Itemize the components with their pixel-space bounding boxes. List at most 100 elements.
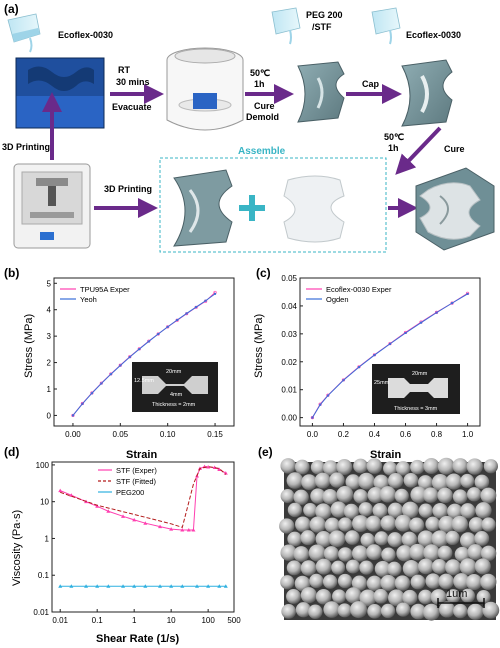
chart-c-series-1-point — [451, 302, 454, 305]
sem-particle — [480, 573, 497, 591]
chart-d-series-2-point — [195, 584, 200, 588]
sem-particle — [387, 473, 404, 489]
chart-c-series-0-point — [357, 365, 361, 369]
sem-particle — [332, 589, 347, 604]
chart-b-series-0-point — [71, 413, 75, 418]
chart-d-series-0-point — [217, 467, 222, 472]
chart-b-ytick-label: 3 — [47, 332, 52, 341]
chart-b-ytick-label: 5 — [47, 279, 52, 288]
sem-particle — [351, 545, 369, 562]
chart-c-ylabel: Stress (MPa) — [253, 314, 265, 378]
sem-particle — [387, 532, 403, 548]
sem-particle — [418, 503, 433, 518]
sem-particle — [401, 501, 419, 519]
sem-particle — [396, 545, 413, 562]
chart-b-xtick-label: 0.05 — [113, 430, 129, 439]
chart-c-series-1-point — [404, 332, 407, 335]
sem-particle — [322, 488, 338, 505]
chart-b-series-1-point — [81, 402, 84, 405]
sem-particle — [445, 473, 462, 490]
label-printing-right: 3D Printing — [104, 184, 152, 194]
pouring-cup-icon — [271, 7, 301, 45]
chart-b-ytick-label: 0 — [47, 411, 52, 420]
panel-label-b: (b) — [4, 266, 19, 280]
chart-b-series-1-line — [72, 293, 216, 416]
sem-particle — [475, 502, 492, 519]
sem-particle — [367, 603, 382, 619]
legend-label-ecoflex: Ecoflex-0030 Exper — [326, 285, 392, 294]
sem-particle — [410, 486, 427, 503]
chart-d-series-2-point — [180, 584, 185, 588]
sem-particle — [280, 575, 295, 590]
chart-b-series-1-point — [90, 392, 93, 395]
chart-d-series-0-point — [106, 509, 111, 513]
chart-c-series-0-point — [341, 378, 346, 382]
sem-particle — [422, 603, 440, 621]
sem-particle — [437, 545, 453, 561]
sem-particle — [395, 461, 411, 476]
sem-particle — [280, 458, 296, 474]
chart-d-series-0-point — [180, 527, 185, 532]
sem-particle — [380, 603, 396, 619]
sem-particle — [468, 517, 485, 533]
label-temp-2: 50℃ — [384, 132, 404, 142]
sem-particle — [279, 518, 295, 534]
chart-d-xlabel: Shear Rate (1/s) — [96, 633, 179, 645]
sem-particle — [476, 589, 491, 604]
chart-d-series-0-point — [121, 514, 126, 518]
inset-b-width: 20mm — [166, 369, 182, 375]
sem-particle — [401, 531, 418, 548]
shell-part-icon — [297, 61, 345, 123]
label-ecoflex-1: Ecoflex-0030 — [58, 30, 113, 40]
sem-particle — [365, 515, 382, 532]
chart-b-series-1-point — [109, 373, 112, 376]
chart-c-series-0-point — [450, 301, 454, 305]
sem-particle — [300, 560, 317, 576]
chart-d-series-2-point — [84, 584, 89, 588]
sem-particle — [300, 530, 316, 546]
chart-c-ytick-label: 0.03 — [281, 330, 297, 339]
chart-d-ytick-label: 100 — [36, 461, 50, 470]
sem-particle — [295, 602, 312, 618]
sem-particle — [445, 530, 460, 546]
sem-particle — [417, 558, 434, 575]
sem-particle — [417, 530, 435, 547]
sem-particle — [387, 561, 402, 577]
chart-d-xtick-label: 0.1 — [92, 616, 104, 625]
inset-b-height: 12.5mm — [134, 378, 154, 384]
sem-particle — [300, 587, 317, 604]
sem-particle — [437, 487, 453, 504]
chart-d-series-0-point — [143, 521, 148, 525]
chart-b-ylabel: Stress (MPa) — [23, 314, 35, 378]
sem-particle — [409, 543, 426, 561]
chart-b-series-1-point — [176, 319, 179, 322]
chart-d-series-2-point — [143, 584, 148, 588]
3d-printer-icon — [13, 163, 91, 249]
sem-particle — [353, 458, 368, 474]
sem-particle — [338, 547, 353, 562]
label-printing-up: 3D Printing — [2, 142, 50, 152]
sem-particle — [366, 575, 383, 592]
chart-d-xtick-label: 100 — [201, 616, 215, 625]
chart-b-xtick-label: 0.00 — [65, 430, 81, 439]
sem-particle — [344, 530, 360, 545]
sem-particle — [338, 517, 353, 532]
sem-particle — [460, 588, 475, 603]
inset-b-neck: 4mm — [170, 392, 183, 398]
sem-particle — [387, 502, 404, 518]
sem-particle — [402, 589, 418, 606]
sem-particle — [374, 531, 389, 546]
label-rt: RT — [118, 65, 130, 75]
sem-particle — [301, 474, 318, 491]
chart-d-ytick-label: 1 — [45, 534, 50, 543]
chart-b-series-0-point — [109, 372, 113, 376]
sem-particle — [295, 516, 311, 533]
sem-particle — [337, 603, 352, 618]
chart-d-series-0-point — [58, 488, 63, 493]
sem-particle — [323, 546, 339, 562]
chart-d-series-2-point — [58, 584, 63, 588]
sem-particle — [328, 530, 346, 548]
sem-particle — [336, 459, 353, 475]
chart-d-series-2-point — [158, 584, 163, 588]
